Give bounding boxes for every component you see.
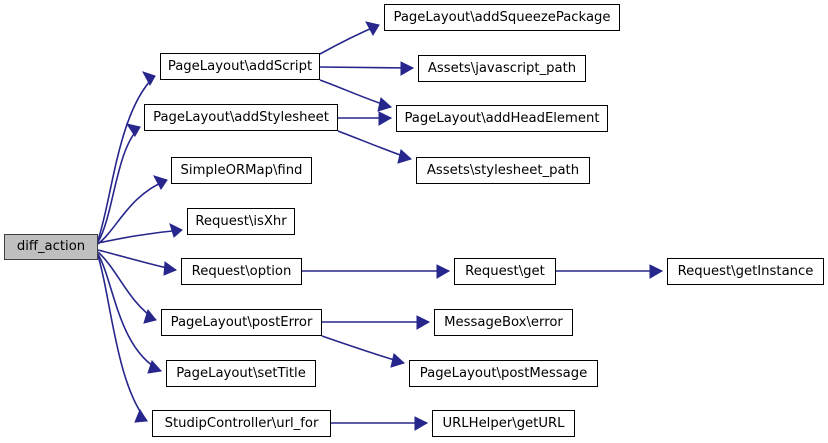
node-label-postMessage: PageLayout\postMessage [419, 365, 588, 381]
edge-diff_action-to-option [97, 249, 177, 271]
edge-diff_action-to-setTitle [97, 253, 162, 372]
node-label-addScript: PageLayout\addScript [167, 58, 313, 74]
arrowhead-postError-to-postMessage [390, 353, 405, 368]
arrowhead-diff_action-to-option [163, 261, 178, 276]
node-label-find: SimpleORMap\find [180, 162, 303, 178]
arrowhead-diff_action-to-addStylesheet [125, 123, 141, 137]
edge-diff_action-to-addStylesheet [97, 126, 141, 243]
node-javascript_path[interactable]: Assets\javascript_path [418, 55, 586, 82]
node-stylesheet_path[interactable]: Assets\stylesheet_path [416, 157, 590, 184]
node-label-get: Request\get [465, 263, 545, 279]
arrowhead-addStylesheet-to-stylesheet_path [397, 149, 412, 164]
node-postMessage[interactable]: PageLayout\postMessage [409, 360, 598, 387]
node-label-postError: PageLayout\postError [170, 314, 313, 330]
node-isXhr[interactable]: Request\isXhr [187, 208, 295, 235]
edge-diff_action-to-url_for [97, 255, 148, 422]
node-getURL[interactable]: URLHelper\getURL [432, 410, 575, 437]
node-label-setTitle: PageLayout\setTitle [176, 365, 306, 381]
node-url_for[interactable]: StudipController\url_for [152, 410, 331, 437]
edge-diff_action-to-find [97, 179, 168, 245]
edge-postError-to-postMessage [321, 335, 405, 364]
node-label-getInstance: Request\getInstance [677, 263, 814, 279]
node-label-error: MessageBox\error [444, 314, 563, 330]
node-option[interactable]: Request\option [181, 258, 302, 285]
node-label-addHeadElement: PageLayout\addHeadElement [404, 110, 600, 126]
node-get[interactable]: Request\get [454, 258, 556, 285]
arrowhead-postError-to-error [416, 315, 431, 330]
node-label-addStylesheet: PageLayout\addStylesheet [153, 109, 329, 125]
arrowhead-diff_action-to-addScript [141, 71, 156, 87]
arrowhead-addStylesheet-to-addHeadElement [378, 111, 393, 126]
node-label-getURL: URLHelper\getURL [442, 415, 565, 431]
node-error[interactable]: MessageBox\error [434, 309, 573, 336]
node-addScript[interactable]: PageLayout\addScript [160, 53, 320, 80]
node-label-stylesheet_path: Assets\stylesheet_path [426, 162, 580, 178]
node-label-diff_action: diff_action [16, 239, 86, 255]
edge-addScript-to-javascript_path [319, 66, 414, 69]
edge-diff_action-to-postError [97, 251, 157, 321]
arrowhead-addScript-to-addSqueezePackage [365, 21, 380, 37]
edge-diff_action-to-isXhr [97, 229, 183, 244]
node-addStylesheet[interactable]: PageLayout\addStylesheet [144, 104, 338, 131]
arrowhead-diff_action-to-find [152, 175, 168, 190]
edge-addScript-to-addSqueezePackage [319, 24, 380, 55]
node-addSqueezePackage[interactable]: PageLayout\addSqueezePackage [384, 4, 620, 31]
arrowhead-diff_action-to-postError [143, 308, 157, 324]
node-diff_action[interactable]: diff_action [4, 234, 98, 260]
edge-addStylesheet-to-stylesheet_path [337, 130, 412, 160]
node-label-url_for: StudipController\url_for [164, 415, 319, 431]
node-addHeadElement[interactable]: PageLayout\addHeadElement [396, 105, 608, 132]
arrowhead-get-to-getInstance [649, 264, 664, 279]
node-label-addSqueezePackage: PageLayout\addSqueezePackage [393, 9, 611, 25]
node-getInstance[interactable]: Request\getInstance [667, 258, 824, 285]
arrowhead-diff_action-to-isXhr [169, 223, 183, 238]
node-label-option: Request\option [191, 263, 292, 279]
arrowhead-addScript-to-javascript_path [400, 61, 415, 76]
node-label-javascript_path: Assets\javascript_path [427, 60, 577, 76]
arrowhead-diff_action-to-url_for [134, 408, 148, 423]
arrowhead-option-to-get [436, 264, 451, 279]
arrowhead-addScript-to-addHeadElement [377, 97, 392, 112]
arrowhead-diff_action-to-setTitle [147, 360, 162, 374]
node-setTitle[interactable]: PageLayout\setTitle [166, 360, 316, 387]
arrowhead-url_for-to-getURL [414, 416, 429, 431]
node-label-isXhr: Request\isXhr [195, 213, 287, 229]
edge-diff_action-to-addScript [97, 75, 156, 241]
node-postError[interactable]: PageLayout\postError [161, 309, 322, 336]
node-find[interactable]: SimpleORMap\find [171, 157, 312, 184]
edge-addScript-to-addHeadElement [319, 79, 392, 108]
